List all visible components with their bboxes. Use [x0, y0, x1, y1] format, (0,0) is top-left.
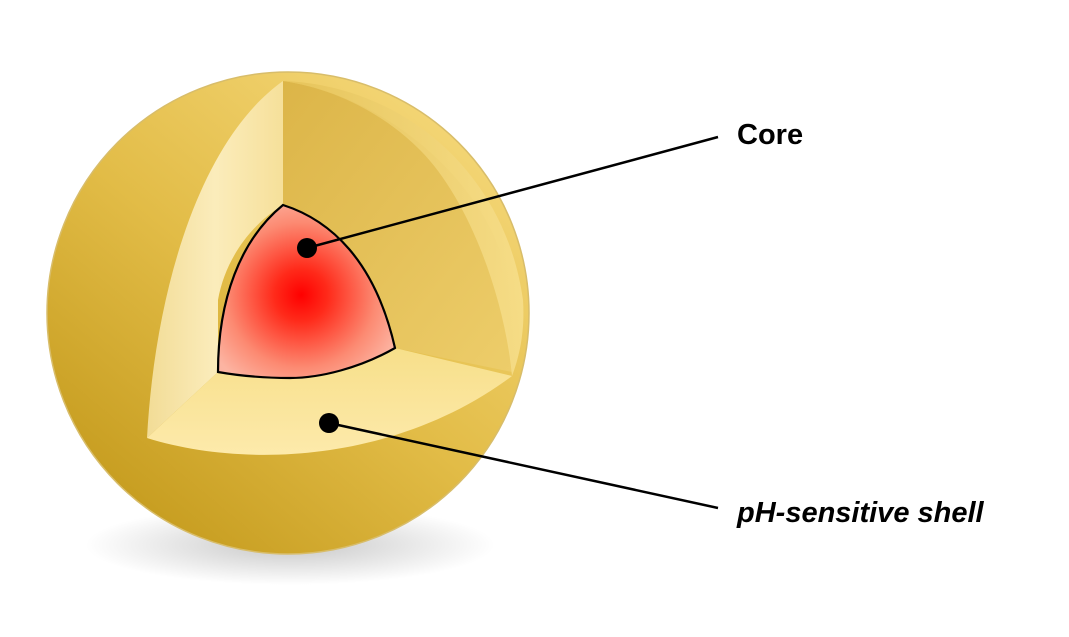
- shell-cut-face-back: [283, 81, 512, 372]
- core-label: Core: [737, 119, 803, 151]
- shell-cut-face-right: [283, 81, 524, 376]
- shell-leader-line: [328, 421, 719, 510]
- shell-cut-face-left: [147, 81, 283, 438]
- core-wedge: [216, 203, 397, 380]
- core-marker-dot: [297, 238, 317, 258]
- shell-marker-dot: [319, 413, 339, 433]
- shell-cut-face-floor: [147, 348, 512, 455]
- shell-label: pH-sensitive shell: [736, 497, 985, 529]
- core-leader-line: [306, 135, 719, 250]
